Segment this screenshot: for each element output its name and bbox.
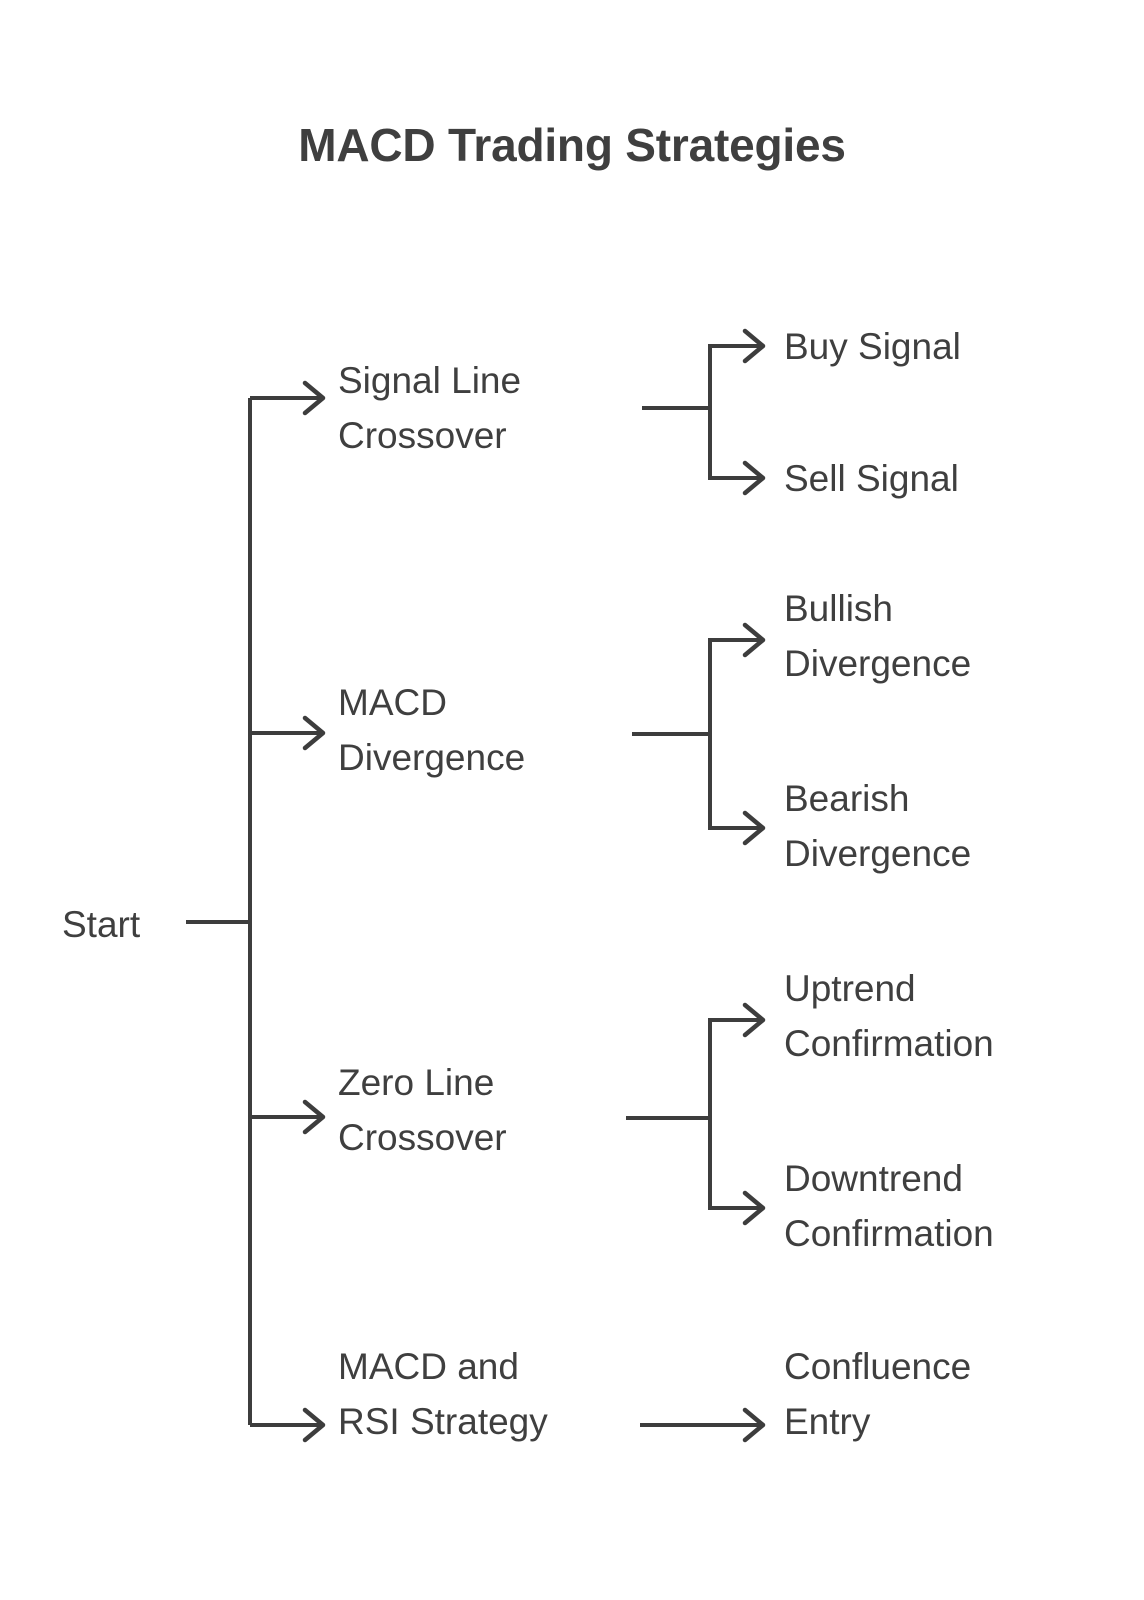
node-bullish-divergence[interactable]: Bullish Divergence	[784, 588, 972, 684]
arrowhead-macd-divergence	[302, 715, 326, 751]
arrowhead-macd-and-rsi-strategy	[302, 1407, 326, 1443]
arrowhead-bullish-divergence	[742, 622, 766, 658]
node-downtrend-confirmation[interactable]: Downtrend Confirmation	[784, 1158, 994, 1254]
node-confluence-entry[interactable]: Confluence Entry	[784, 1346, 972, 1442]
node-uptrend-confirmation[interactable]: Uptrend Confirmation	[784, 968, 994, 1064]
node-start[interactable]: Start	[62, 904, 141, 945]
arrowhead-zero-line-crossover	[302, 1099, 326, 1135]
arrowhead-uptrend-confirmation	[742, 1002, 766, 1038]
node-buy-signal[interactable]: Buy Signal	[784, 326, 961, 367]
arrowhead-bearish-divergence	[742, 810, 766, 846]
arrowhead-sell-signal	[742, 460, 766, 496]
arrowhead-buy-signal	[742, 328, 766, 364]
node-zero-line-crossover[interactable]: Zero Line Crossover	[338, 1062, 507, 1158]
arrowhead-downtrend-confirmation	[742, 1190, 766, 1226]
node-bearish-divergence[interactable]: Bearish Divergence	[784, 778, 972, 874]
page-title: MACD Trading Strategies	[298, 119, 846, 171]
arrowhead-confluence-entry	[742, 1407, 766, 1443]
node-macd-and-rsi-strategy[interactable]: MACD and RSI Strategy	[338, 1346, 548, 1442]
node-macd-divergence[interactable]: MACD Divergence	[338, 682, 526, 778]
node-sell-signal[interactable]: Sell Signal	[784, 458, 959, 499]
node-signal-line-crossover[interactable]: Signal Line Crossover	[338, 360, 522, 456]
arrowhead-signal-line-crossover	[302, 380, 326, 416]
